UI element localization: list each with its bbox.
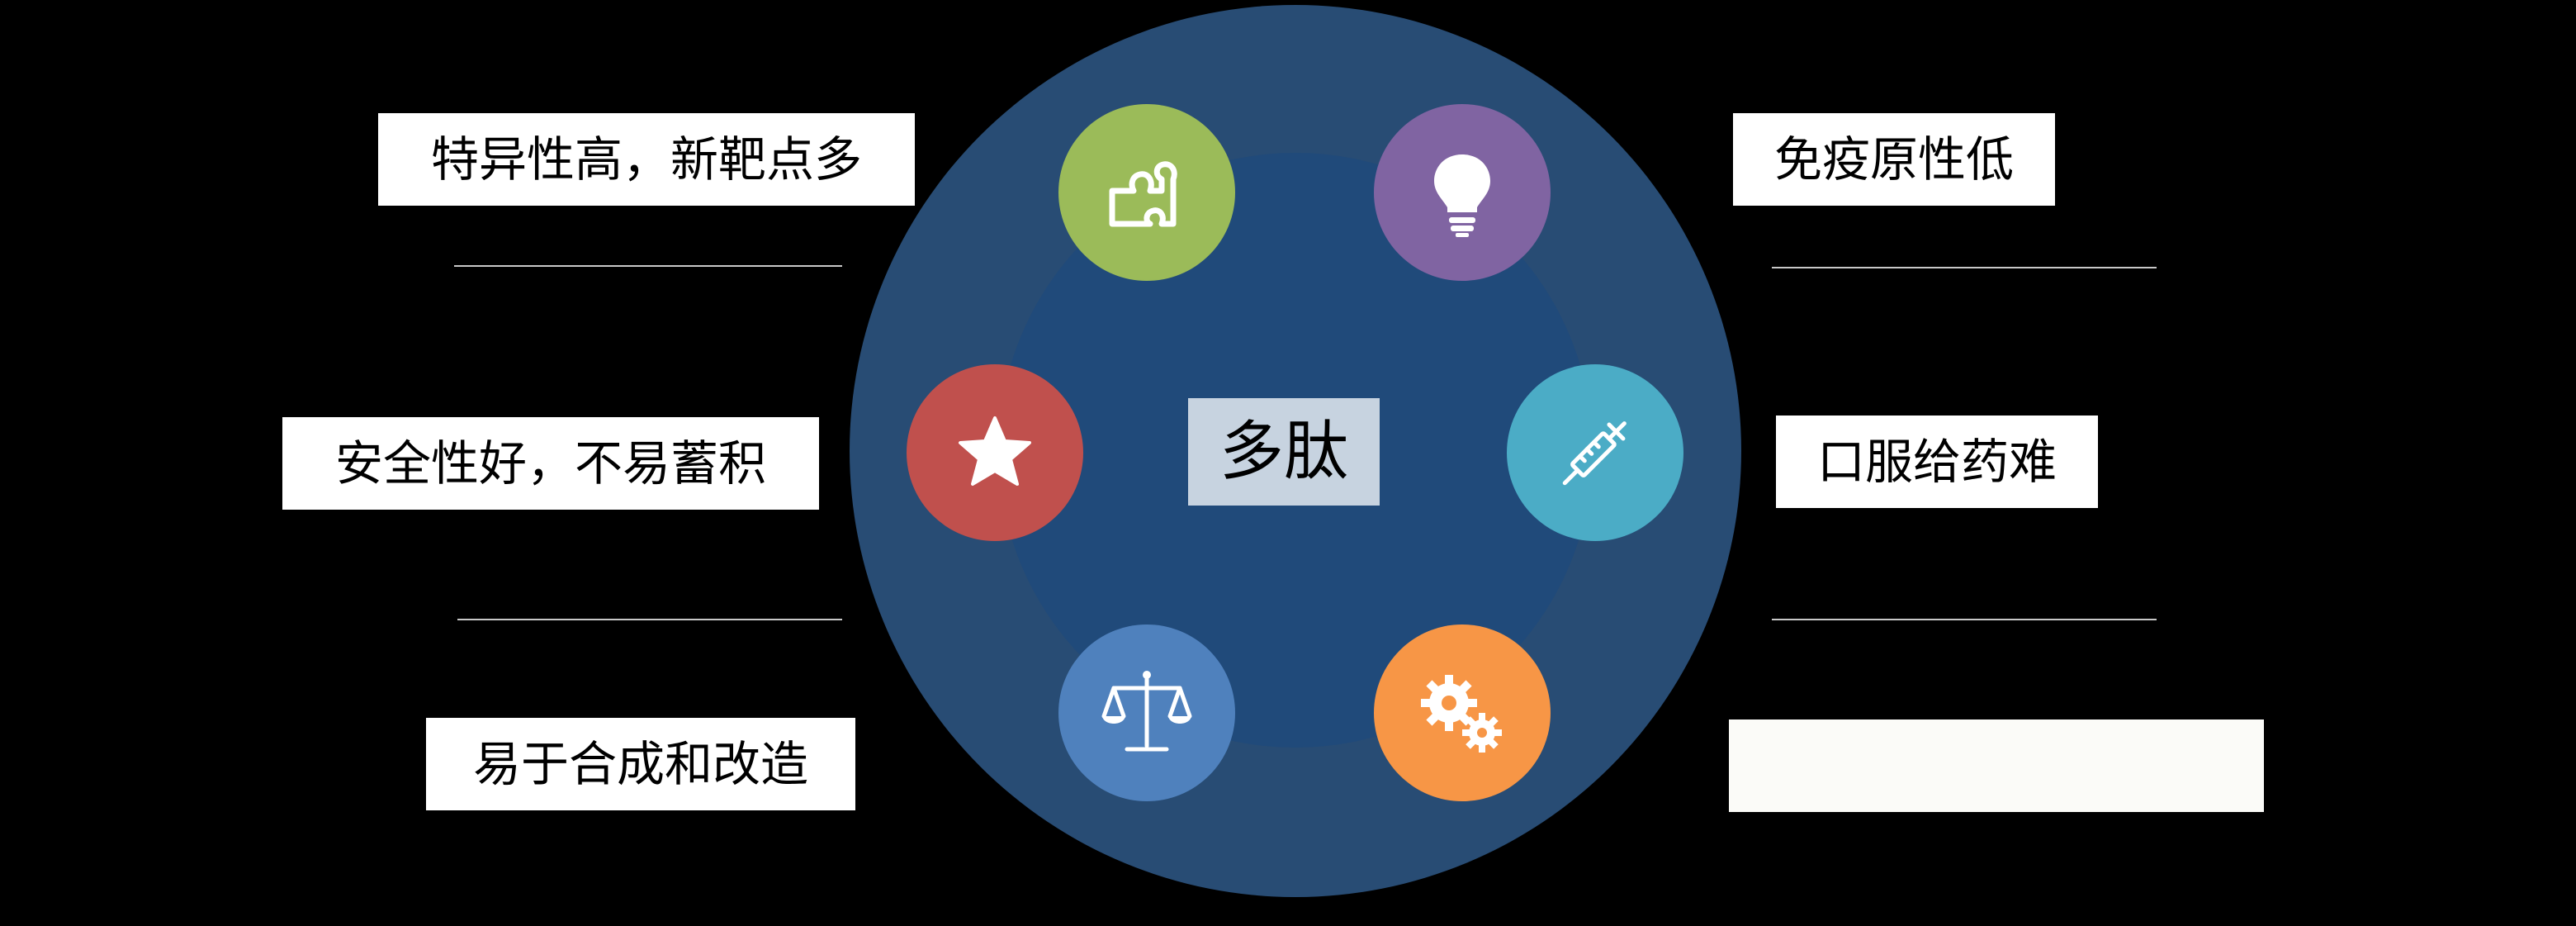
syringe-icon [1562, 421, 1627, 486]
gears-icon [1421, 675, 1502, 753]
star-icon-circle [907, 364, 1083, 541]
balance-scale-icon-circle [1058, 624, 1235, 801]
puzzle-icon-circle [1058, 104, 1235, 281]
balance-scale-icon [1101, 671, 1192, 752]
divider-left-1 [454, 265, 842, 267]
feature-label-right-2: 口服给药难 [1776, 416, 2098, 508]
feature-label-left-1: 特异性高，新靶点多 [378, 113, 915, 206]
lightbulb-icon [1434, 154, 1490, 237]
divider-right-2 [1772, 619, 2157, 620]
center-label: 多肽 [1188, 398, 1380, 506]
divider-right-1 [1772, 267, 2157, 268]
feature-label-left-2: 安全性好，不易蓄积 [282, 417, 819, 510]
feature-label-right-1: 免疫原性低 [1733, 113, 2055, 206]
divider-left-2 [457, 619, 842, 620]
lightbulb-icon-circle [1374, 104, 1551, 281]
gears-icon-circle [1374, 624, 1551, 801]
star-icon [959, 416, 1031, 486]
feature-label-left-3: 易于合成和改造 [426, 718, 855, 810]
puzzle-icon [1109, 161, 1177, 227]
feature-label-right-3 [1729, 719, 2264, 812]
syringe-icon-circle [1507, 364, 1683, 541]
